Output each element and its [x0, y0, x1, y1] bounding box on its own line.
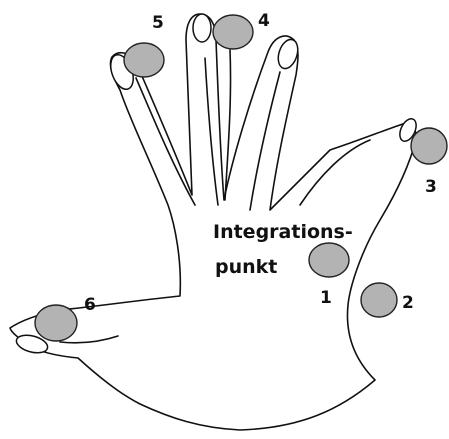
- point-5-marker: [123, 42, 165, 78]
- integration-point-label-line1: Integrations-: [213, 221, 353, 243]
- point-5-label: 5: [152, 13, 164, 33]
- point-2-label: 2: [402, 293, 414, 313]
- point-6-marker: [34, 304, 78, 342]
- point-4-label: 4: [258, 11, 270, 31]
- integration-point-label-line2: punkt: [215, 256, 277, 278]
- thumb-crease: [59, 335, 119, 344]
- fingernail-thumb: [15, 334, 49, 354]
- finger-line-4b: [224, 49, 232, 201]
- fingernail-3: [399, 117, 417, 143]
- fingernail-4: [192, 13, 212, 43]
- point-6-label: 6: [84, 295, 96, 315]
- fingernail-middle: [277, 38, 299, 70]
- point-3-marker: [410, 127, 448, 165]
- finger-line-5: [135, 77, 196, 206]
- finger-line-3: [249, 71, 281, 211]
- point-4-marker: [212, 14, 254, 50]
- finger-line-2: [299, 139, 371, 206]
- point-1-label: 1: [320, 288, 332, 308]
- finger-line-4: [204, 57, 219, 206]
- point-2-marker: [360, 282, 398, 318]
- point-3-label: 3: [425, 177, 437, 197]
- point-1-marker: [308, 242, 350, 278]
